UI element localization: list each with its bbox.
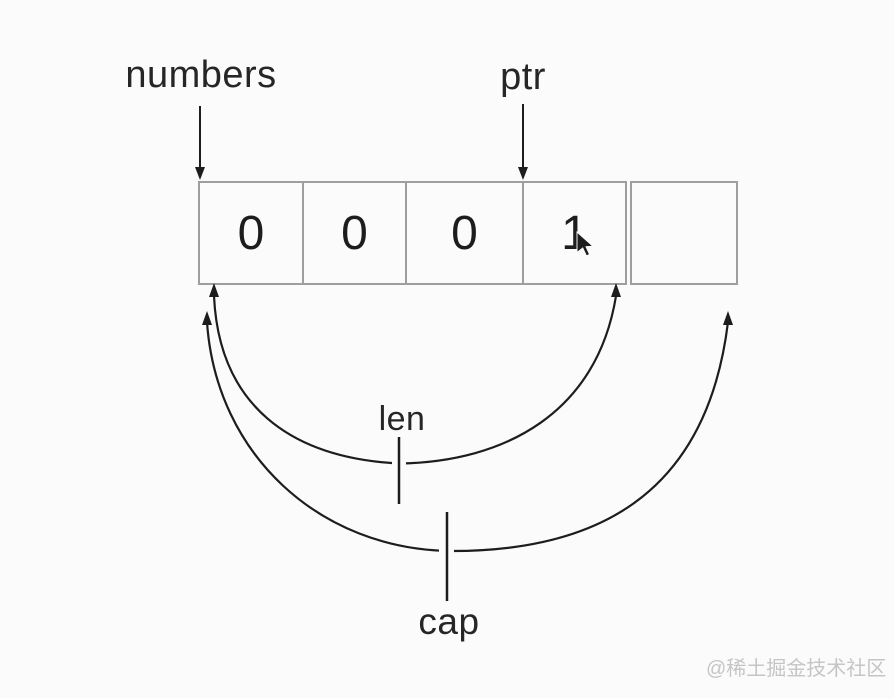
- array-spare-cell: [630, 181, 738, 285]
- array-cell: 0: [407, 183, 524, 283]
- array-cell-value: 1: [561, 206, 588, 260]
- array-cell: 0: [200, 183, 304, 283]
- ptr-label: ptr: [500, 56, 546, 98]
- len-curve: [209, 283, 621, 504]
- array-box: 0 0 0 1: [198, 181, 627, 285]
- ptr-arrow: [518, 104, 528, 180]
- array-cell-value: 0: [341, 206, 368, 260]
- numbers-label: numbers: [125, 54, 277, 96]
- array-cell-value: 0: [451, 206, 478, 260]
- cap-curve: [202, 311, 733, 601]
- watermark: @稀土掘金技术社区: [706, 658, 887, 680]
- numbers-arrow: [195, 106, 205, 180]
- array-cell: 1: [524, 183, 625, 283]
- array-cell: 0: [304, 183, 407, 283]
- len-label: len: [378, 400, 426, 438]
- array-cell-value: 0: [237, 206, 265, 260]
- cap-label: cap: [418, 601, 480, 642]
